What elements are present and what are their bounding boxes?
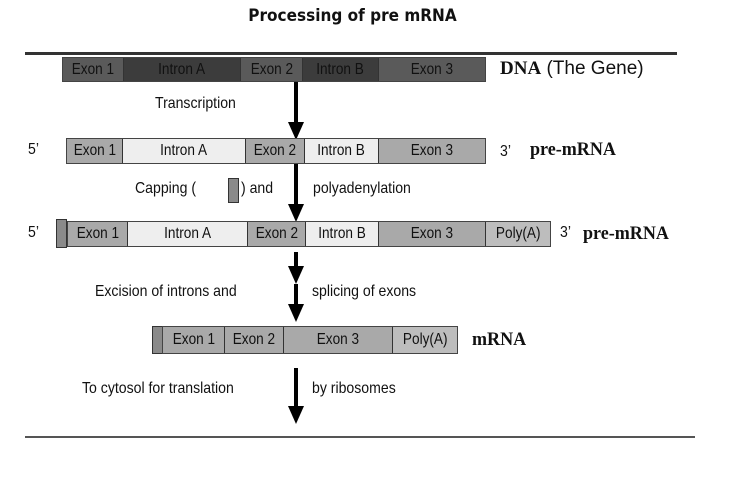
arrow-1-head [288, 122, 304, 140]
pre-mrna-label-1: pre-mRNA [530, 139, 616, 160]
mrna-label: mRNA [472, 329, 527, 350]
step-ribosomes: by ribosomes [312, 380, 396, 397]
mrna-exon-1: Exon 1 [163, 327, 225, 353]
pre2-exon-3: Exon 3 [379, 222, 486, 246]
five-prime-1: 5’ [28, 141, 39, 158]
capped-pre-mrna-bar: Exon 1 Intron A Exon 2 Intron B Exon 3 P… [67, 221, 551, 247]
pre-exon-2: Exon 2 [246, 139, 305, 163]
pre2-exon-1: Exon 1 [68, 222, 128, 246]
step-capping: Capping ( [135, 180, 197, 197]
step-transcription: Transcription [155, 95, 236, 112]
pre2-exon-2: Exon 2 [248, 222, 306, 246]
arrow-3a-head [288, 266, 304, 284]
pre-mrna-label-2: pre-mRNA [583, 223, 669, 244]
mrna-exon-3: Exon 3 [284, 327, 393, 353]
dna-exon-3: Exon 3 [379, 58, 485, 81]
mrna-poly-a: Poly(A) [393, 327, 457, 353]
pre-intron-a: Intron A [123, 139, 246, 163]
arrow-3a-shaft [294, 252, 298, 270]
dna-intron-a: Intron A [124, 58, 241, 81]
pre2-intron-b: Intron B [306, 222, 379, 246]
pre2-poly-a: Poly(A) [486, 222, 550, 246]
arrow-2-shaft [294, 164, 298, 206]
step-excision: Excision of introns and [95, 283, 237, 300]
pre-exon-1: Exon 1 [67, 139, 123, 163]
bottom-divider [25, 436, 695, 438]
dna-label-rest: (The Gene) [541, 58, 644, 79]
three-prime-1: 3’ [500, 143, 511, 160]
mrna-bar: Exon 1 Exon 2 Exon 3 Poly(A) [162, 326, 458, 354]
arrow-4-shaft [294, 368, 298, 408]
pre-exon-3: Exon 3 [379, 139, 485, 163]
pre-intron-b: Intron B [305, 139, 379, 163]
cap-5prime [56, 219, 67, 248]
step-polyadenylation: polyadenylation [313, 180, 411, 197]
dna-exon-1: Exon 1 [63, 58, 124, 81]
dna-bar: Exon 1 Intron A Exon 2 Intron B Exon 3 [62, 57, 486, 82]
dna-exon-2: Exon 2 [241, 58, 303, 81]
three-prime-2: 3’ [560, 224, 571, 241]
top-divider [25, 52, 677, 55]
pre2-intron-a: Intron A [128, 222, 248, 246]
arrow-3b-head [288, 304, 304, 322]
arrow-3b-shaft [294, 284, 298, 308]
arrow-4-head [288, 406, 304, 424]
five-prime-2: 5’ [28, 224, 39, 241]
step-splicing: splicing of exons [312, 283, 417, 300]
step-capping-and: ) and [241, 180, 274, 197]
diagram-title: Processing of pre mRNA [248, 6, 457, 26]
arrow-2-head [288, 204, 304, 222]
arrow-1-shaft [294, 82, 298, 124]
dna-label-bold: DNA [500, 58, 542, 79]
dna-label: DNA (The Gene) [500, 58, 644, 80]
pre-mrna-bar: Exon 1 Intron A Exon 2 Intron B Exon 3 [66, 138, 486, 164]
cap-legend-box [228, 178, 239, 203]
step-cytosol: To cytosol for translation [82, 380, 234, 397]
dna-intron-b: Intron B [303, 58, 379, 81]
mrna-exon-2: Exon 2 [225, 327, 284, 353]
